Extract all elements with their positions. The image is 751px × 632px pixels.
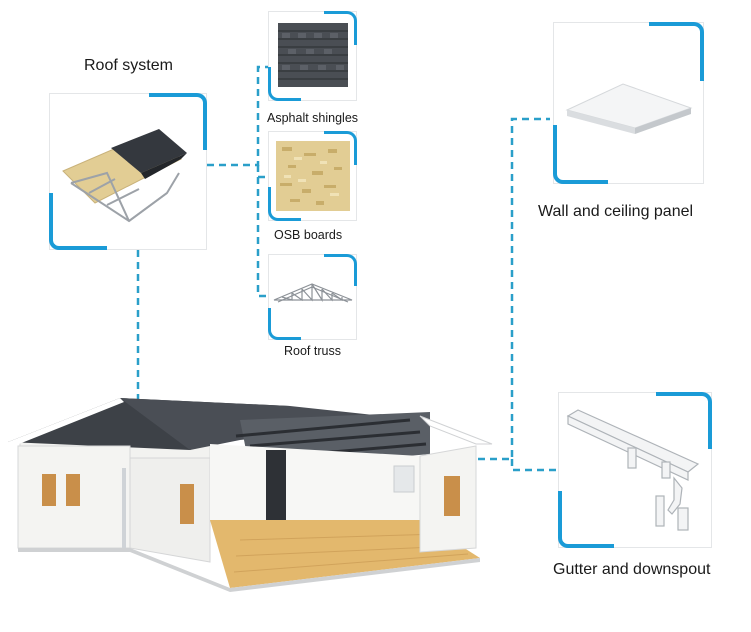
asphalt-shingles-frame	[268, 11, 357, 101]
sandwich-panel-image	[565, 83, 693, 134]
wall-ceiling-panel-frame	[553, 22, 704, 184]
connector-panel-to-house	[442, 117, 550, 461]
wall-ceiling-panel-label: Wall and ceiling panel	[538, 203, 694, 220]
asphalt-shingles-label: Asphalt shingles	[267, 111, 359, 125]
gutter-downspout-image	[566, 409, 700, 531]
gutter-downspout-label: Gutter and downspout	[553, 561, 711, 578]
osb-board-texture-image	[276, 141, 350, 211]
roof-truss-frame	[268, 254, 357, 340]
roof-truss-label: Roof truss	[284, 344, 341, 358]
connector-roof-to-shingles	[207, 65, 270, 167]
roof-system-label: Roof system	[84, 57, 173, 74]
osb-boards-label: OSB boards	[274, 228, 343, 242]
asphalt-shingle-texture-image	[278, 23, 348, 87]
roof-truss-image	[273, 283, 353, 303]
roof-assembly-image	[62, 129, 187, 223]
osb-boards-frame	[268, 131, 357, 221]
gutter-downspout-frame	[558, 392, 712, 548]
connector-roof-to-truss	[256, 177, 272, 298]
connector-gutter-to-house	[510, 459, 558, 472]
roof-system-frame	[49, 93, 207, 250]
